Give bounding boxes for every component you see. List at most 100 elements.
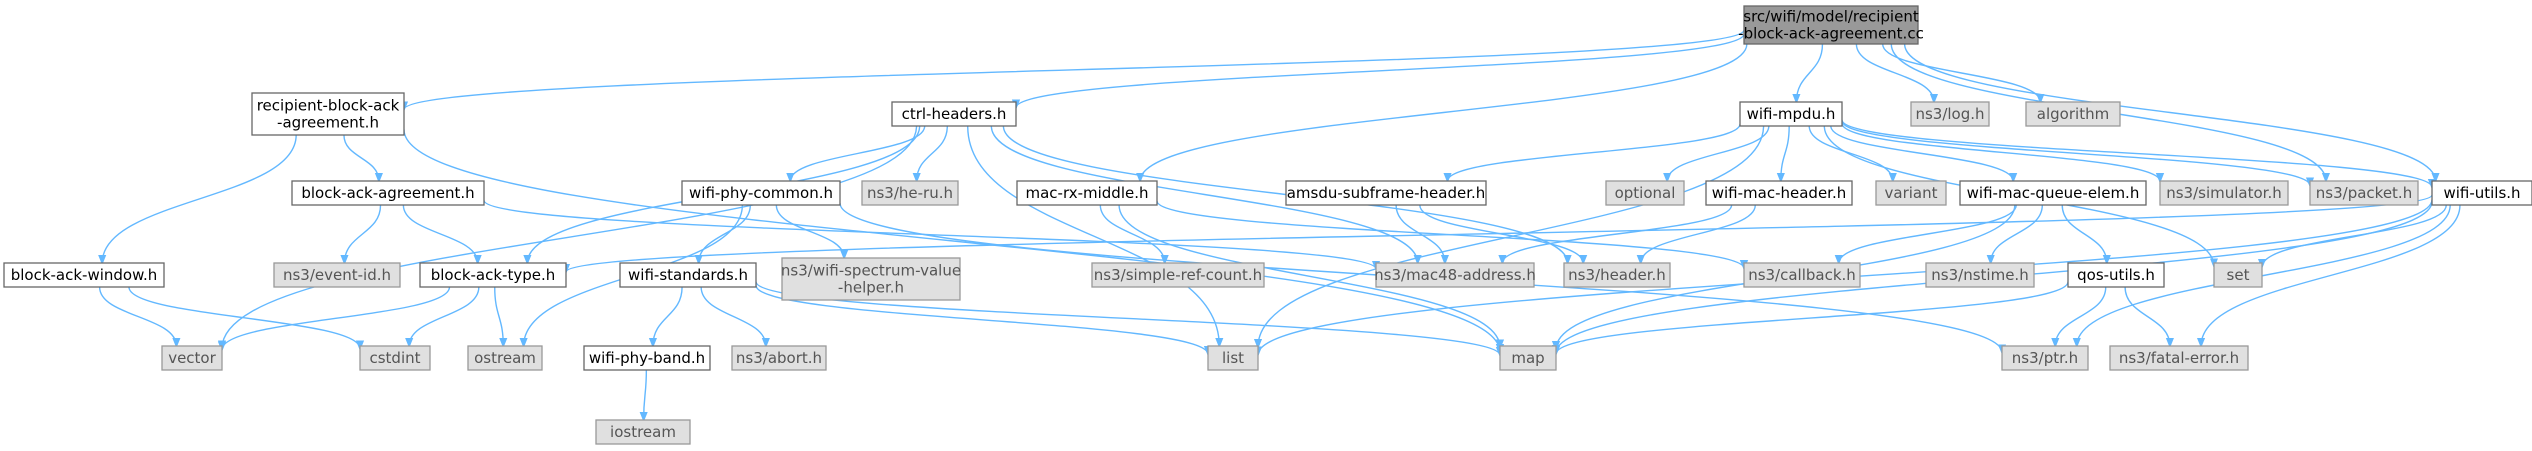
node-ns3-mac48: ns3/mac48-address.h: [1374, 262, 1536, 288]
edge-root-to-wifi_mpdu: [1796, 43, 1824, 102]
node-box: [161, 345, 223, 371]
node-box: [861, 180, 959, 206]
edge-wifi_mpdu-to-list: [1258, 125, 1765, 347]
node-rbaa-h[interactable]: recipient-block-ack-agreement.h: [251, 92, 405, 136]
edge-qos_utils-to-map: [1556, 281, 2069, 354]
node-label: vector: [168, 349, 216, 367]
node-label: ns3/wifi-spectrum-value-helper.h: [781, 262, 961, 297]
edge-ctrl_headers-to-list: [967, 125, 1220, 346]
node-label: ctrl-headers.h: [902, 105, 1007, 123]
node-amsdu[interactable]: amsdu-subframe-header.h: [1285, 180, 1487, 206]
node-wifi-standards[interactable]: wifi-standards.h: [619, 262, 757, 288]
node-ostream: ostream: [467, 345, 543, 371]
node-box: [2001, 345, 2089, 371]
node-ns3-nstime: ns3/nstime.h: [1925, 262, 2035, 288]
node-label: wifi-utils.h: [2443, 184, 2520, 202]
node-ns3-callback: ns3/callback.h: [1743, 262, 1861, 288]
edge-block_ack_agreement-to-ns3_mac48: [483, 199, 1376, 269]
node-ns3-spectrum: ns3/wifi-spectrum-value-helper.h: [781, 257, 961, 301]
node-box: [291, 180, 485, 206]
node-box: [1091, 262, 1265, 288]
node-label: qos-utils.h: [2077, 266, 2155, 284]
node-root[interactable]: src/wifi/model/recipient-block-ack-agree…: [1738, 5, 1924, 45]
node-mac-rx-middle[interactable]: mac-rx-middle.h: [1016, 180, 1158, 206]
edge-wifi_mpdu-to-amsdu: [1448, 123, 1741, 181]
node-ns3-simple-ref: ns3/simple-ref-count.h: [1091, 262, 1265, 288]
node-box: [1016, 180, 1158, 206]
node-ctrl-headers[interactable]: ctrl-headers.h: [891, 101, 1017, 127]
node-box: [2309, 180, 2419, 206]
node-box: [467, 345, 543, 371]
edge-wifi_phy_common-to-wifi_standards: [699, 204, 752, 263]
edge-wifi_phy_band-to-iostream: [644, 369, 647, 420]
node-label: ns3/callback.h: [1748, 266, 1856, 284]
edge-ctrl_headers-to-wifi_phy_common: [790, 125, 926, 181]
edge-wifi_mac_header-to-ns3_mac48: [1502, 204, 1733, 263]
node-block-ack-window[interactable]: block-ack-window.h: [3, 262, 165, 288]
node-box: [2159, 180, 2289, 206]
edge-wifi_mpdu-to-optional: [1667, 125, 1770, 181]
edge-root-to-ctrl_headers: [1016, 33, 1745, 108]
node-box: [1925, 262, 2035, 288]
node-box: [1743, 262, 1861, 288]
node-box: [1875, 180, 1947, 206]
node-wifi-utils[interactable]: wifi-utils.h: [2431, 180, 2532, 206]
node-box: [2109, 345, 2249, 371]
edge-wifi_mac_queue_elem-to-ns3_callback: [1839, 204, 2017, 263]
node-label: ns3/packet.h: [2316, 184, 2412, 202]
edge-amsdu-to-ns3_header: [1419, 204, 1583, 263]
node-qos-utils[interactable]: qos-utils.h: [2067, 262, 2165, 288]
node-ns3-packet: ns3/packet.h: [2309, 180, 2419, 206]
node-box: [1563, 262, 1671, 288]
node-wifi-phy-band[interactable]: wifi-phy-band.h: [583, 345, 711, 371]
node-iostream: iostream: [595, 419, 691, 445]
node-wifi-mac-header[interactable]: wifi-mac-header.h: [1705, 180, 1853, 206]
node-label: list: [1222, 349, 1244, 367]
node-box: [1959, 180, 2147, 206]
node-label: ns3/event-id.h: [283, 266, 391, 284]
node-box: [1207, 345, 1259, 371]
edge-amsdu-to-ns3_mac48: [1395, 204, 1445, 263]
node-ns3-event-id: ns3/event-id.h: [273, 262, 401, 288]
node-ns3-header: ns3/header.h: [1563, 262, 1671, 288]
node-wifi-phy-common[interactable]: wifi-phy-common.h: [681, 180, 841, 206]
node-label: set: [2227, 266, 2250, 284]
node-list: list: [1207, 345, 1259, 371]
node-ns3-fatal: ns3/fatal-error.h: [2109, 345, 2249, 371]
edge-wifi_mpdu-to-wifi_mac_header: [1781, 125, 1790, 181]
edge-wifi_mac_queue_elem-to-qos_utils: [2061, 204, 2107, 263]
node-block-ack-type[interactable]: block-ack-type.h: [419, 262, 567, 288]
edge-rbaa_h-to-block_ack_window: [102, 134, 297, 263]
node-label: recipient-block-ack-agreement.h: [257, 97, 400, 132]
edge-wifi_mac_header-to-ns3_header: [1641, 204, 1756, 263]
node-label: wifi-mpdu.h: [1747, 105, 1836, 123]
node-box: [1285, 180, 1487, 206]
node-label: ostream: [474, 349, 536, 367]
edge-ctrl_headers-to-ns3_he_ru: [917, 125, 949, 181]
edge-wifi_standards-to-wifi_phy_band: [653, 286, 683, 346]
node-label: ns3/he-ru.h: [867, 184, 953, 202]
node-box: [419, 262, 567, 288]
node-ns3-he-ru: ns3/he-ru.h: [861, 180, 959, 206]
node-box: [619, 262, 757, 288]
edge-rbaa_h-to-map: [403, 129, 1500, 352]
node-label: block-ack-agreement.h: [301, 184, 474, 202]
edge-wifi_mac_queue_elem-to-ns3_nstime: [1991, 204, 2044, 263]
node-ns3-simulator: ns3/simulator.h: [2159, 180, 2289, 206]
node-wifi-mac-queue-elem[interactable]: wifi-mac-queue-elem.h: [1959, 180, 2147, 206]
edge-wifi_utils-to-ns3_ptr: [2077, 204, 2451, 346]
node-box: [595, 419, 691, 445]
edge-root-to-algorithm: [1881, 43, 2041, 102]
node-label: ns3/header.h: [1568, 266, 1666, 284]
node-label: block-ack-type.h: [431, 266, 556, 284]
node-box: [251, 92, 405, 136]
node-wifi-mpdu[interactable]: wifi-mpdu.h: [1739, 101, 1843, 127]
node-block-ack-agreement[interactable]: block-ack-agreement.h: [291, 180, 485, 206]
edge-wifi_mpdu-to-wifi_utils: [1841, 119, 2432, 187]
edge-wifi_standards-to-list: [755, 285, 1208, 354]
node-box: [1605, 180, 1685, 206]
edge-root-to-wifi_utils: [1903, 43, 2436, 181]
edge-wifi_standards-to-ns3_abort: [700, 286, 766, 346]
edge-ctrl_headers-to-vector: [222, 125, 918, 348]
edge-wifi_mpdu-to-ns3_packet: [1841, 120, 2310, 186]
